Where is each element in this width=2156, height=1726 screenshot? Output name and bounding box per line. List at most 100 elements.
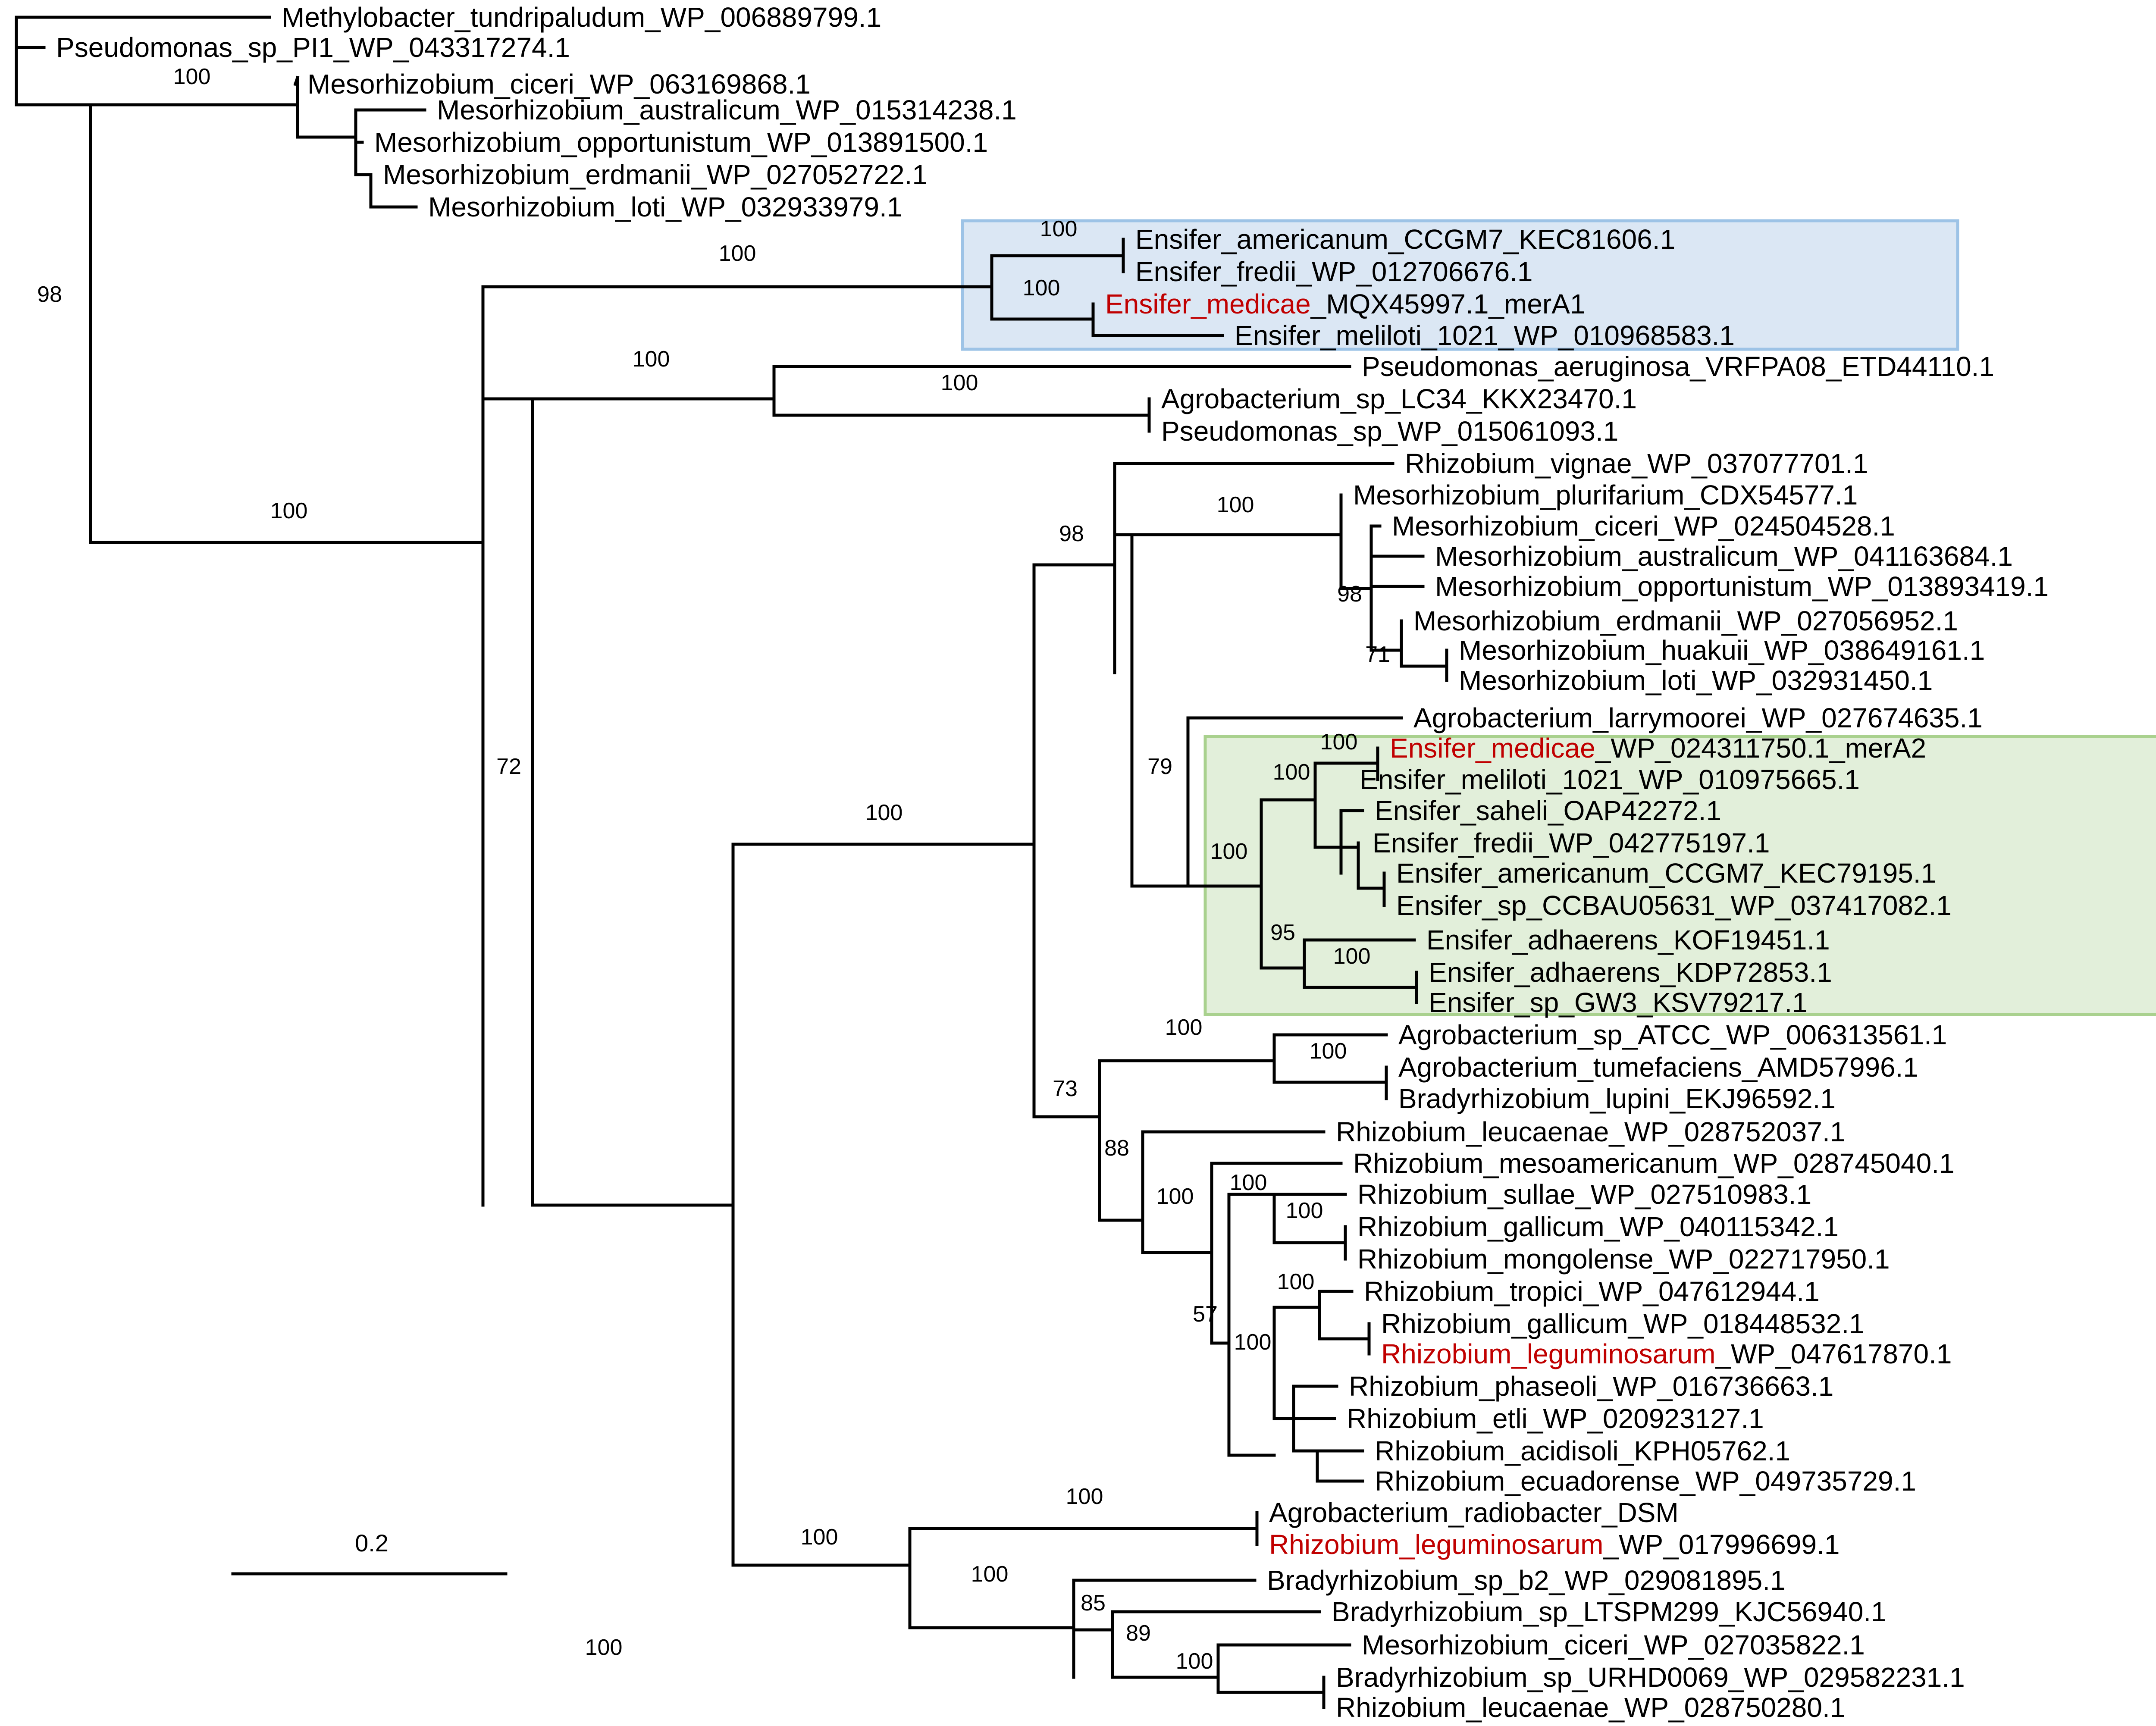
support-value: 79 bbox=[1147, 754, 1172, 779]
taxon-label: Ensifer_sp_CCBAU05631_WP_037417082.1 bbox=[1396, 890, 1952, 921]
taxon-label: Rhizobium_etli_WP_020923127.1 bbox=[1347, 1403, 1764, 1434]
taxon-label: Pseudomonas_aeruginosa_VRFPA08_ETD44110.… bbox=[1362, 351, 1994, 382]
taxon-label: Rhizobium_leguminosarum_WP_047617870.1 bbox=[1381, 1338, 1952, 1369]
support-value: 100 bbox=[1217, 492, 1254, 517]
taxon-label: Rhizobium_mesoamericanum_WP_028745040.1 bbox=[1353, 1148, 1955, 1179]
taxon-label: Bradyrhizobium_sp_URHD0069_WP_029582231.… bbox=[1336, 1662, 1965, 1693]
taxon-label: Rhizobium_mongolense_WP_022717950.1 bbox=[1357, 1244, 1890, 1275]
support-value: 100 bbox=[1156, 1184, 1194, 1209]
taxon-label: Rhizobium_acidisoli_KPH05762.1 bbox=[1375, 1435, 1790, 1466]
support-value: 89 bbox=[1126, 1621, 1151, 1646]
support-value: 100 bbox=[1333, 944, 1371, 969]
taxon-highlight: Rhizobium_leguminosarum bbox=[1381, 1338, 1715, 1369]
taxon-label: Pseudomonas_sp_WP_015061093.1 bbox=[1161, 416, 1618, 447]
taxon-label: Agrobacterium_sp_LC34_KKX23470.1 bbox=[1161, 383, 1637, 414]
taxon-label: Agrobacterium_larrymoorei_WP_027674635.1 bbox=[1413, 702, 1983, 733]
taxon-label: Rhizobium_ecuadorense_WP_049735729.1 bbox=[1375, 1466, 1916, 1497]
taxon-label: Mesorhizobium_erdmanii_WP_027052722.1 bbox=[383, 159, 928, 190]
taxon-label: Rhizobium_phaseoli_WP_016736663.1 bbox=[1349, 1371, 1833, 1402]
support-value: 100 bbox=[1310, 1039, 1347, 1064]
support-value: 100 bbox=[865, 800, 903, 825]
taxon-label: Mesorhizobium_plurifarium_CDX54577.1 bbox=[1353, 479, 1858, 511]
support-value: 100 bbox=[719, 241, 756, 266]
taxon-label: Rhizobium_tropici_WP_047612944.1 bbox=[1364, 1276, 1820, 1307]
taxon-label: Rhizobium_sullae_WP_027510983.1 bbox=[1357, 1179, 1811, 1210]
taxon-accession: _MQX45997.1_merA1 bbox=[1310, 288, 1586, 320]
support-value: 100 bbox=[1040, 216, 1078, 241]
taxon-highlight: Ensifer_medicae bbox=[1105, 288, 1311, 320]
taxon-label: Mesorhizobium_huakuii_WP_038649161.1 bbox=[1459, 635, 1985, 666]
taxon-label: Bradyrhizobium_lupini_EKJ96592.1 bbox=[1398, 1083, 1836, 1114]
merA1-clade-box bbox=[961, 219, 1959, 351]
taxon-label: Agrobacterium_radiobacter_DSM bbox=[1269, 1497, 1679, 1528]
support-value: 100 bbox=[1286, 1198, 1323, 1223]
taxon-label: Pseudomonas_sp_PI1_WP_043317274.1 bbox=[56, 32, 570, 63]
support-value: 100 bbox=[1234, 1330, 1272, 1355]
support-value: 100 bbox=[1320, 730, 1358, 755]
taxon-label: Mesorhizobium_ciceri_WP_024504528.1 bbox=[1392, 511, 1895, 542]
taxon-label: Agrobacterium_tumefaciens_AMD57996.1 bbox=[1398, 1052, 1918, 1083]
taxon-label: Ensifer_saheli_OAP42272.1 bbox=[1375, 795, 1721, 826]
taxon-label: Mesorhizobium_loti_WP_032933979.1 bbox=[428, 191, 902, 222]
support-value: 100 bbox=[1176, 1649, 1213, 1674]
taxon-label: Agrobacterium_sp_ATCC_WP_006313561.1 bbox=[1398, 1019, 1947, 1050]
taxon-label: Rhizobium_vignae_WP_037077701.1 bbox=[1405, 448, 1868, 479]
taxon-label: Ensifer_meliloti_1021_WP_010975665.1 bbox=[1360, 764, 1860, 795]
taxon-label: Ensifer_meliloti_1021_WP_010968583.1 bbox=[1235, 320, 1735, 351]
taxon-label: Mesorhizobium_erdmanii_WP_027056952.1 bbox=[1413, 605, 1958, 636]
taxon-highlight: Rhizobium_leguminosarum bbox=[1269, 1529, 1603, 1560]
support-value: 100 bbox=[585, 1635, 623, 1660]
support-value: 100 bbox=[1273, 760, 1310, 785]
taxon-label: Mesorhizobium_ciceri_WP_027035822.1 bbox=[1362, 1629, 1865, 1660]
taxon-label: Mesorhizobium_australicum_WP_041163684.1 bbox=[1435, 541, 2013, 572]
support-value: 100 bbox=[971, 1562, 1009, 1587]
support-value: 73 bbox=[1053, 1076, 1078, 1101]
taxon-accession: _WP_024311750.1_merA2 bbox=[1595, 733, 1926, 764]
taxon-labels: Methylobacter_tundripaludum_WP_006889799… bbox=[56, 2, 2049, 1723]
scale-bar-label: 0.2 bbox=[355, 1529, 389, 1557]
support-value: 100 bbox=[1165, 1015, 1203, 1040]
taxon-label: Ensifer_sp_GW3_KSV79217.1 bbox=[1429, 987, 1808, 1018]
taxon-label: Mesorhizobium_loti_WP_032931450.1 bbox=[1459, 665, 1933, 696]
support-value: 98 bbox=[1059, 521, 1084, 546]
taxon-label: Rhizobium_gallicum_WP_018448532.1 bbox=[1381, 1308, 1865, 1339]
support-value: 98 bbox=[1337, 582, 1362, 607]
support-values: 100 98 100 100 100 100 100 72 100 100 98 100 98 71 79 1… bbox=[37, 64, 1390, 1674]
taxon-label: Rhizobium_gallicum_WP_040115342.1 bbox=[1357, 1211, 1839, 1242]
support-value: 100 bbox=[270, 498, 308, 523]
taxon-label: Ensifer_medicae_MQX45997.1_merA1 bbox=[1105, 288, 1586, 320]
support-value: 57 bbox=[1193, 1302, 1218, 1327]
support-value: 85 bbox=[1081, 1591, 1106, 1616]
taxon-label: Rhizobium_leucaenae_WP_028750280.1 bbox=[1336, 1692, 1845, 1723]
taxon-label: Bradyrhizobium_sp_LTSPM299_KJC56940.1 bbox=[1332, 1596, 1887, 1627]
support-value: 100 bbox=[1023, 276, 1060, 301]
taxon-label: Ensifer_adhaerens_KDP72853.1 bbox=[1429, 957, 1832, 988]
support-value: 71 bbox=[1365, 642, 1390, 667]
taxon-label: Rhizobium_leucaenae_WP_028752037.1 bbox=[1336, 1116, 1845, 1147]
taxon-label: Ensifer_fredii_WP_012706676.1 bbox=[1135, 256, 1533, 287]
merA2-clade-box bbox=[1203, 735, 2156, 1016]
taxon-accession: _WP_017996699.1 bbox=[1603, 1529, 1839, 1560]
taxon-label: Mesorhizobium_opportunistum_WP_013891500… bbox=[374, 127, 988, 158]
taxon-label: Mesorhizobium_australicum_WP_015314238.1 bbox=[437, 94, 1017, 125]
support-value: 100 bbox=[941, 370, 978, 395]
taxon-accession: _WP_047617870.1 bbox=[1715, 1338, 1952, 1369]
support-value: 72 bbox=[496, 754, 521, 779]
tree-branches bbox=[15, 16, 1448, 1709]
support-value: 100 bbox=[173, 64, 211, 89]
taxon-highlight: Ensifer_medicae bbox=[1390, 733, 1595, 764]
support-value: 100 bbox=[1230, 1170, 1267, 1195]
taxon-label: Ensifer_americanum_CCGM7_KEC79195.1 bbox=[1396, 858, 1936, 889]
taxon-label: Ensifer_americanum_CCGM7_KEC81606.1 bbox=[1135, 224, 1675, 255]
support-value: 98 bbox=[37, 282, 62, 307]
taxon-label: Methylobacter_tundripaludum_WP_006889799… bbox=[282, 2, 881, 33]
support-value: 88 bbox=[1104, 1136, 1129, 1161]
support-value: 100 bbox=[633, 347, 670, 372]
taxon-label: Ensifer_adhaerens_KOF19451.1 bbox=[1426, 924, 1830, 955]
taxon-label: Ensifer_fredii_WP_042775197.1 bbox=[1373, 827, 1770, 858]
support-value: 100 bbox=[801, 1525, 838, 1550]
support-value: 100 bbox=[1066, 1484, 1103, 1509]
taxon-label: Mesorhizobium_opportunistum_WP_013893419… bbox=[1435, 571, 2049, 602]
support-value: 95 bbox=[1270, 920, 1295, 945]
